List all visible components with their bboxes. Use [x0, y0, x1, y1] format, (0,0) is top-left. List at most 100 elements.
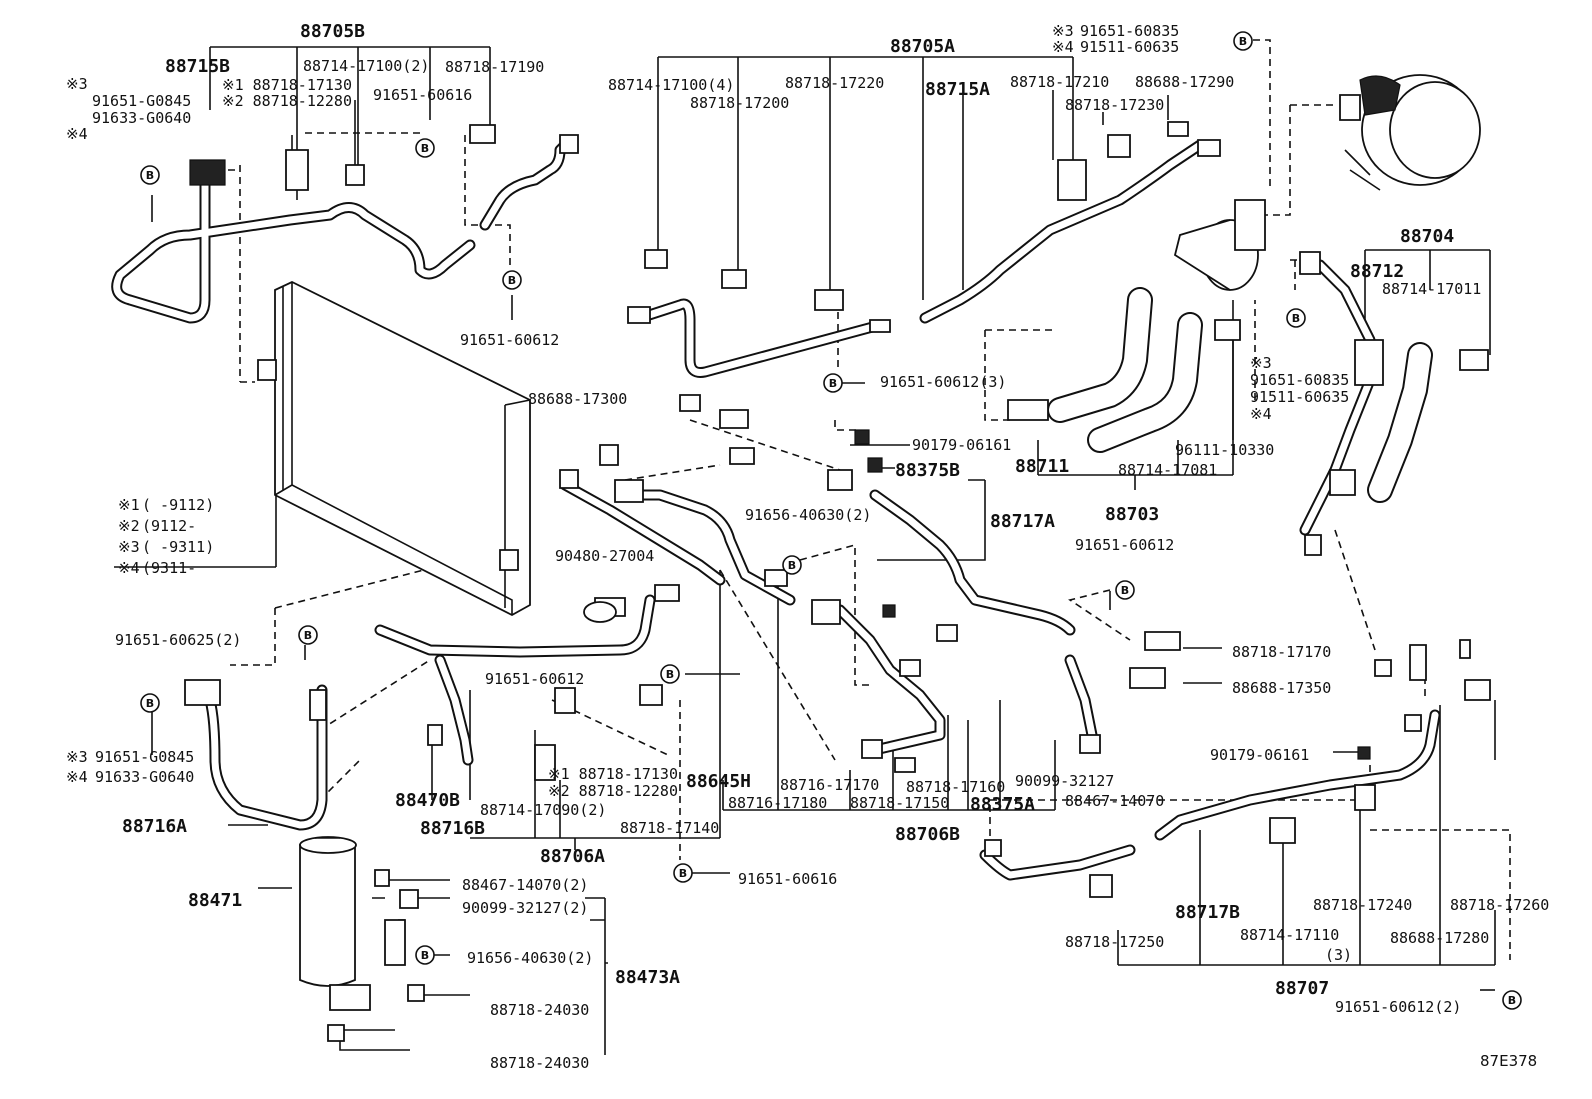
svg-text:B: B	[829, 377, 837, 390]
label-90099-32127: 90099-32127	[1015, 772, 1114, 790]
svg-text:B: B	[146, 697, 154, 710]
label-88707: 88707	[1275, 978, 1329, 999]
label-88714-17110: 88714-17110	[1240, 926, 1339, 944]
label-88645H: 88645H	[686, 771, 751, 792]
label-paren-3: (3)	[1325, 946, 1352, 964]
label-91651-60612: 91651-60612	[460, 331, 559, 349]
label-mark-3: ※3	[66, 748, 88, 766]
label-88470B: 88470B	[395, 790, 460, 811]
labels: 88705B 88715B 88714-17100(2) 88718-17190…	[66, 21, 1549, 1072]
label-88705B: 88705B	[300, 21, 365, 42]
components	[184, 74, 1491, 1042]
bolt-marker: B	[502, 270, 522, 290]
label-mark-3: ※3	[66, 75, 88, 93]
label-88706B: 88706B	[895, 824, 960, 845]
svg-text:B: B	[508, 274, 516, 287]
label-88473A: 88473A	[615, 967, 680, 988]
legend-mark: ※3	[118, 538, 140, 556]
bolt-marker: B	[1502, 990, 1522, 1010]
label-88718-17140: 88718-17140	[620, 819, 719, 837]
svg-text:B: B	[788, 559, 796, 572]
label-88718-12280: ※2 88718-12280	[548, 782, 678, 800]
label-88718-17260: 88718-17260	[1450, 896, 1549, 914]
bolt-marker: B	[660, 664, 680, 684]
label-88718-17130: ※1 88718-17130	[222, 76, 352, 94]
label-96111-10330: 96111-10330	[1175, 441, 1274, 459]
svg-text:B: B	[1121, 584, 1129, 597]
bolt-marker: B	[673, 863, 693, 883]
label-mark-3: ※3	[1250, 354, 1272, 372]
label-88704: 88704	[1400, 226, 1454, 247]
label-91651-60616: 91651-60616	[738, 870, 837, 888]
label-88718-24030: 88718-24030	[490, 1001, 589, 1019]
label-90099-32127-2: 90099-32127(2)	[462, 899, 588, 917]
label-88714-17100-2: 88714-17100(2)	[303, 57, 429, 75]
legend-mark: ※1	[118, 496, 140, 514]
label-88714-17081: 88714-17081	[1118, 461, 1217, 479]
legend-mark: ※2	[118, 517, 140, 535]
svg-text:B: B	[666, 668, 674, 681]
label-88688-17280: 88688-17280	[1390, 929, 1489, 947]
label-91633-G0640: 91633-G0640	[92, 109, 191, 127]
compressor	[1339, 74, 1481, 191]
svg-text:B: B	[421, 142, 429, 155]
label-88467-14070-2: 88467-14070(2)	[462, 876, 588, 894]
label-88714-17011: 88714-17011	[1382, 280, 1481, 298]
label-88718-24030: 88718-24030	[490, 1054, 589, 1072]
label-91651-G0845: 91651-G0845	[92, 92, 191, 110]
label-91651-60612-3: 91651-60612(3)	[880, 373, 1006, 391]
label-mark-4: ※4	[1250, 405, 1272, 423]
label-88718-12280: ※2 88718-12280	[222, 92, 352, 110]
label-88375A: 88375A	[970, 794, 1035, 815]
bolt-marker: B	[298, 625, 318, 645]
receiver-dryer	[299, 836, 357, 987]
label-91633-G0640: 91633-G0640	[95, 768, 194, 786]
label-88718-17150: 88718-17150	[850, 794, 949, 812]
label-91651-60612: 91651-60612	[485, 670, 584, 688]
label-88705A: 88705A	[890, 36, 955, 57]
label-88714-17090-2: 88714-17090(2)	[480, 801, 606, 819]
label-88717B: 88717B	[1175, 902, 1240, 923]
label-88688-17290: 88688-17290	[1135, 73, 1234, 91]
svg-text:B: B	[1292, 312, 1300, 325]
label-88718-17170: 88718-17170	[1232, 643, 1331, 661]
label-88715A: 88715A	[925, 79, 990, 100]
legend-range: (9311-	[142, 559, 196, 577]
label-91651-60835: 91651-60835	[1080, 22, 1179, 40]
label-88717A: 88717A	[990, 511, 1055, 532]
pipes	[111, 134, 1441, 881]
label-88716-17180: 88716-17180	[728, 794, 827, 812]
label-91651-60835: 91651-60835	[1250, 371, 1349, 389]
label-88718-17160: 88718-17160	[906, 778, 1005, 796]
label-88715B: 88715B	[165, 56, 230, 77]
legend-range: ( -9112)	[142, 496, 214, 514]
label-88718-17200: 88718-17200	[690, 94, 789, 112]
label-91656-40630-2: 91656-40630(2)	[745, 506, 871, 524]
label-88718-17240: 88718-17240	[1313, 896, 1412, 914]
svg-text:B: B	[1508, 994, 1516, 1007]
label-88714-17100-4: 88714-17100(4)	[608, 76, 734, 94]
label-88718-17190: 88718-17190	[445, 58, 544, 76]
label-88688-17300: 88688-17300	[528, 390, 627, 408]
label-91651-60612: 91651-60612	[1075, 536, 1174, 554]
label-88711: 88711	[1015, 456, 1069, 477]
label-88718-17210: 88718-17210	[1010, 73, 1109, 91]
label-90480-27004: 90480-27004	[555, 547, 654, 565]
label-88718-17230: 88718-17230	[1065, 96, 1164, 114]
label-88712: 88712	[1350, 261, 1404, 282]
label-88718-17250: 88718-17250	[1065, 933, 1164, 951]
bolt-marker: B	[415, 945, 435, 965]
label-mark-4: ※4	[1052, 38, 1074, 56]
bolt-marker: B	[1286, 308, 1306, 328]
bolt-marker: B	[782, 555, 802, 575]
label-91511-60635: 91511-60635	[1250, 388, 1349, 406]
bolt-marker: B	[140, 693, 160, 713]
label-88706A: 88706A	[540, 846, 605, 867]
label-91656-40630-2: 91656-40630(2)	[467, 949, 593, 967]
label-88718-17220: 88718-17220	[785, 74, 884, 92]
svg-text:B: B	[421, 949, 429, 962]
label-88688-17350: 88688-17350	[1232, 679, 1331, 697]
svg-text:B: B	[304, 629, 312, 642]
bolt-marker: B	[1233, 31, 1253, 51]
